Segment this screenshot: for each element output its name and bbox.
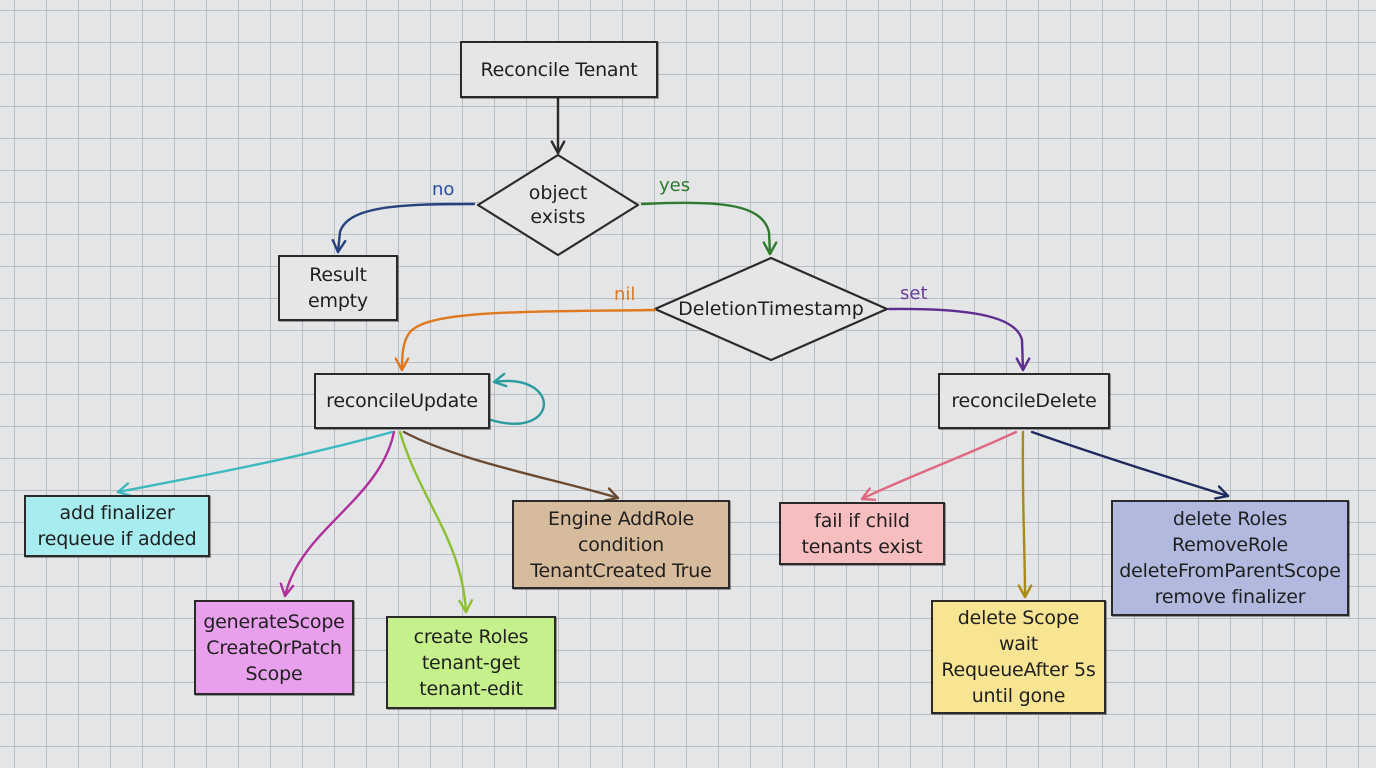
node-text-line: deleteFromParentScope (1119, 560, 1341, 582)
node-text-line: RemoveRole (1171, 534, 1289, 556)
edge-yes-to-deletion-timestamp-arrowhead (762, 241, 778, 256)
edge-update-to-add-finalizer (116, 430, 394, 494)
edge-label-no: no (432, 179, 455, 200)
node-text-line: Engine AddRole (547, 507, 695, 530)
node-result-empty[interactable]: Result empty (278, 255, 398, 321)
node-text-line: delete Scope (957, 607, 1080, 629)
diamond-deletion-timestamp (653, 256, 889, 362)
node-text-line: tenant-edit (419, 677, 523, 700)
edge-delete-to-delete-roles-arrowhead (1214, 485, 1230, 500)
edge-no-to-result-empty-arrowhead (331, 238, 347, 254)
edge-delete-to-delete-scope-arrowhead (1017, 584, 1033, 599)
decision-deletion-timestamp[interactable]: DeletionTimestamp (655, 258, 887, 360)
edge-label-set: set (900, 283, 928, 304)
node-text-line: CreateOrPatch (206, 636, 342, 659)
edge-update-to-create-roles (398, 430, 468, 614)
node-text-line: until gone (971, 685, 1066, 707)
node-reconcile-delete[interactable]: reconcileDelete (938, 373, 1110, 429)
node-reconcile-tenant[interactable]: Reconcile Tenant (460, 41, 658, 98)
node-text-line: delete Roles (1172, 508, 1288, 530)
node-text-line: reconcileUpdate (326, 390, 478, 412)
node-text-line: condition (577, 533, 665, 556)
node-text-line: TenantCreated True (530, 559, 712, 582)
node-text-line: RequeueAfter 5s (941, 659, 1096, 681)
node-text-line: tenant-get (421, 651, 521, 674)
node-text-line: remove finalizer (1154, 586, 1306, 608)
edge-label-yes: yes (659, 175, 691, 196)
node-text-line: generateScope (203, 610, 345, 633)
edge-reconcile-update-loop (489, 379, 545, 425)
edge-yes-to-deletion-timestamp (640, 201, 772, 256)
edge-update-to-generate-scope (283, 430, 396, 598)
node-text-line: fail if child (814, 509, 910, 532)
edge-delete-to-delete-roles (1030, 430, 1230, 498)
edge-delete-to-fail-if-child-arrowhead (860, 487, 877, 502)
node-add-finalizer[interactable]: add finalizer requeue if added (24, 495, 210, 557)
node-text-line: DeletionTimestamp (678, 298, 864, 320)
edge-reconcile-update-loop-arrowhead (492, 372, 508, 388)
node-text-line: reconcileDelete (951, 390, 1097, 412)
edge-nil-to-reconcile-update-arrowhead (394, 357, 410, 372)
node-text-line: empty (308, 290, 368, 312)
node-create-roles[interactable]: create Roles tenant-get tenant-edit (386, 616, 556, 709)
node-text-line: create Roles (413, 625, 529, 648)
node-text-line: Reconcile Tenant (480, 58, 638, 81)
node-text-line: Result (309, 264, 367, 286)
diamond-object-exists (476, 153, 640, 257)
edge-update-to-engine-addrole (402, 430, 620, 500)
edge-update-to-engine-addrole-arrowhead (604, 487, 620, 502)
edge-update-to-create-roles-arrowhead (458, 599, 474, 614)
edge-no-to-result-empty (336, 202, 476, 254)
node-text-line: tenants exist (801, 535, 923, 558)
edge-label-nil: nil (614, 284, 636, 305)
node-text-line: exists (530, 206, 586, 228)
edge-update-to-add-finalizer-arrowhead (116, 482, 132, 497)
node-text-line: object (528, 182, 588, 204)
node-text-line: requeue if added (37, 528, 197, 550)
node-text-line: Scope (245, 662, 303, 685)
node-text-line: add finalizer (59, 502, 175, 524)
edge-nil-to-reconcile-update (400, 308, 657, 372)
node-text-line: wait (998, 633, 1039, 655)
node-fail-if-child[interactable]: fail if child tenants exist (779, 502, 945, 565)
edge-set-to-reconcile-delete-arrowhead (1015, 357, 1031, 372)
edge-set-to-reconcile-delete (887, 307, 1025, 372)
edge-delete-to-fail-if-child (860, 430, 1018, 501)
edge-update-to-generate-scope-arrowhead (279, 582, 295, 598)
edge-delete-to-delete-scope (1021, 430, 1027, 599)
edge-start-to-object-exists-arrowhead (550, 140, 566, 155)
node-reconcile-update[interactable]: reconcileUpdate (314, 373, 490, 429)
